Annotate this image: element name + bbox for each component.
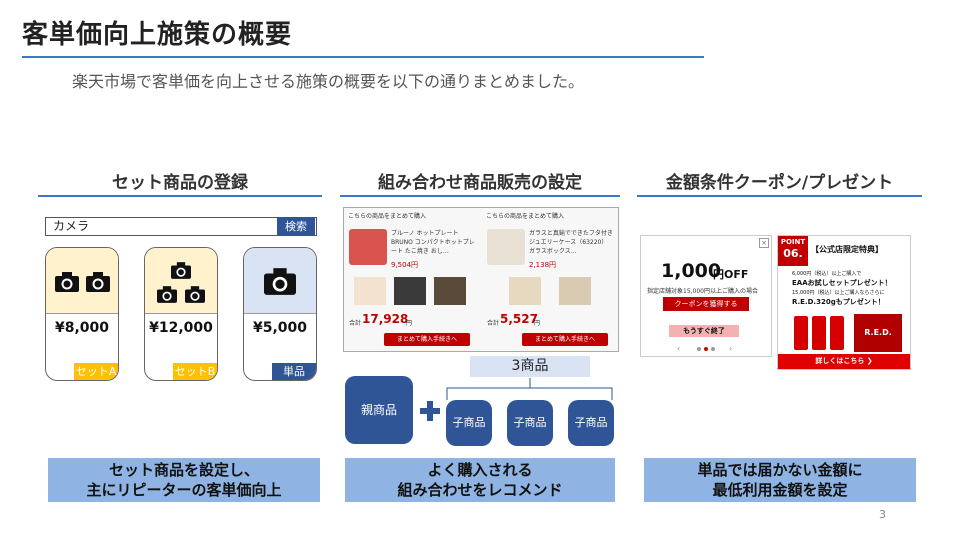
col3-summary: 単品では届かない金額に 最低利用金額を設定 <box>644 458 916 502</box>
summary-line: 単品では届かない金額に <box>697 461 863 479</box>
summary-line: 組み合わせをレコメンド <box>397 481 563 499</box>
total-label: 合計 <box>349 320 362 327</box>
total-label: 合計 <box>487 320 500 327</box>
page-title: 客単価向上施策の概要 <box>22 20 293 50</box>
col2-summary: よく購入される 組み合わせをレコメンド <box>345 458 615 502</box>
card-price: ¥12,000 <box>149 320 213 336</box>
bundle-screenshot: こちらの商品をまとめて購入 ブルーノ ホットプレート BRUNO コンパクトホッ… <box>343 207 619 352</box>
promo-line2: EAAお試しセットプレゼント！ <box>792 279 892 287</box>
product-price: 2,138円 <box>529 261 557 269</box>
col3-heading: 金額条件クーポン/プレゼント <box>665 173 894 193</box>
coupon-amount-unit: 円OFF <box>713 268 749 281</box>
search-button[interactable]: 検索 <box>277 217 315 236</box>
set-card-a[interactable]: ¥8,000 セットA <box>45 247 119 381</box>
summary-line: よく購入される <box>427 461 533 479</box>
col1-summary: セット商品を設定し、 主にリピーターの客単価向上 <box>48 458 320 502</box>
promo-details-button[interactable]: 詳しくはこちら ❯ <box>778 354 910 369</box>
col2-rule <box>340 195 620 197</box>
page-number: 3 <box>879 508 886 521</box>
promo-line1: 6,000円（税込）以上ご購入で <box>792 271 862 277</box>
single-card[interactable]: ¥5,000 単品 <box>243 247 317 381</box>
total-unit: 円 <box>406 320 413 327</box>
card-tag: 単品 <box>272 363 316 380</box>
col1-heading: セット商品の登録 <box>112 173 248 193</box>
red-product-logo: R.E.D. <box>854 314 902 352</box>
summary-line: 主にリピーターの客単価向上 <box>86 481 282 499</box>
point-number: 06. <box>783 247 803 260</box>
card-price: ¥8,000 <box>54 320 110 336</box>
bundle-panel: こちらの商品をまとめて購入 ブルーノ ホットプレート BRUNO コンパクトホッ… <box>346 211 478 348</box>
bundle-buy-button[interactable]: まとめて購入手続きへ <box>522 333 608 346</box>
coupon-condition: 指定店舗対象15,000円以上ご購入の場合 <box>647 288 758 295</box>
product-image <box>559 277 591 305</box>
camera-icon <box>86 272 110 292</box>
parent-product-node: 親商品 <box>345 376 413 444</box>
product-image <box>487 229 525 265</box>
total-unit: 円 <box>534 320 541 327</box>
camera-icon <box>157 286 177 303</box>
title-underline <box>22 56 704 58</box>
promo-heading: 【公式店限定特典】 <box>811 245 883 254</box>
camera-icon <box>55 272 79 292</box>
col1-rule <box>38 195 322 197</box>
panel-header: こちらの商品をまとめて購入 <box>348 213 427 220</box>
summary-line: セット商品を設定し、 <box>108 461 259 479</box>
col2-heading: 組み合わせ商品販売の設定 <box>378 173 582 193</box>
ending-soon-ribbon: もうすぐ終了 <box>669 325 739 337</box>
card-image <box>244 248 316 314</box>
search-input-value: カメラ <box>53 219 90 233</box>
card-tag: セットA <box>74 363 118 380</box>
search-input[interactable]: カメラ <box>45 217 317 236</box>
product-image <box>394 277 426 305</box>
total-amount: 17,928 <box>362 312 409 326</box>
get-coupon-button[interactable]: クーポンを獲得する <box>663 297 749 311</box>
promo-line4: R.E.D.320gもプレゼント！ <box>792 298 885 306</box>
chevron-right-icon[interactable]: › <box>729 344 733 353</box>
promo-line3: 15,000円（税込）以上ご購入ならさらに <box>792 290 885 296</box>
point-badge: POINT 06. <box>778 236 808 266</box>
product-image <box>349 229 387 265</box>
product-image <box>830 316 844 350</box>
carousel-dot[interactable] <box>697 347 701 351</box>
child-product-node: 子商品 <box>568 400 614 446</box>
page-subtitle: 楽天市場で客単価を向上させる施策の概要を以下の通りまとめました。 <box>72 72 585 91</box>
promo-banner: POINT 06. 【公式店限定特典】 6,000円（税込）以上ご購入で EAA… <box>777 235 911 370</box>
summary-line: 最低利用金額を設定 <box>712 481 848 499</box>
card-image <box>46 248 118 314</box>
card-tag: セットB <box>173 363 217 380</box>
plus-icon <box>420 401 440 421</box>
panel-header: こちらの商品をまとめて購入 <box>486 213 565 220</box>
product-image <box>812 316 826 350</box>
product-price: 9,504円 <box>391 261 419 269</box>
card-price: ¥5,000 <box>252 320 308 336</box>
product-name: ブルーノ ホットプレート BRUNO コンパクトホットプレート たこ焼き おし… <box>391 230 475 255</box>
bundle-buy-button[interactable]: まとめて購入手続きへ <box>384 333 470 346</box>
bracket-connector <box>446 378 613 400</box>
coupon-amount: 1,000 <box>661 260 722 282</box>
carousel-dot[interactable] <box>711 347 715 351</box>
chevron-left-icon[interactable]: ‹ <box>677 344 681 353</box>
coupon-banner: × 1,000 円OFF 指定店舗対象15,000円以上ご購入の場合 クーポンを… <box>640 235 772 357</box>
child-product-node: 子商品 <box>446 400 492 446</box>
product-count-badge: 3商品 <box>470 356 590 377</box>
card-image <box>145 248 217 314</box>
product-image <box>434 277 466 305</box>
col3-rule <box>637 195 922 197</box>
product-name: ガラスと真鍮でできたフタ付き ジュエリーケース（63220）ガラスボックス… <box>529 230 613 255</box>
child-product-node: 子商品 <box>507 400 553 446</box>
close-icon[interactable]: × <box>759 238 769 248</box>
set-card-b[interactable]: ¥12,000 セットB <box>144 247 218 381</box>
product-image <box>509 277 541 305</box>
product-image <box>354 277 386 305</box>
total-amount: 5,527 <box>500 312 538 326</box>
camera-icon <box>264 268 296 295</box>
product-image <box>794 316 808 350</box>
point-label: POINT <box>780 238 806 246</box>
bundle-panel: こちらの商品をまとめて購入 ガラスと真鍮でできたフタ付き ジュエリーケース（63… <box>484 211 616 348</box>
camera-icon <box>171 262 191 279</box>
carousel-dot[interactable] <box>704 347 708 351</box>
camera-icon <box>185 286 205 303</box>
